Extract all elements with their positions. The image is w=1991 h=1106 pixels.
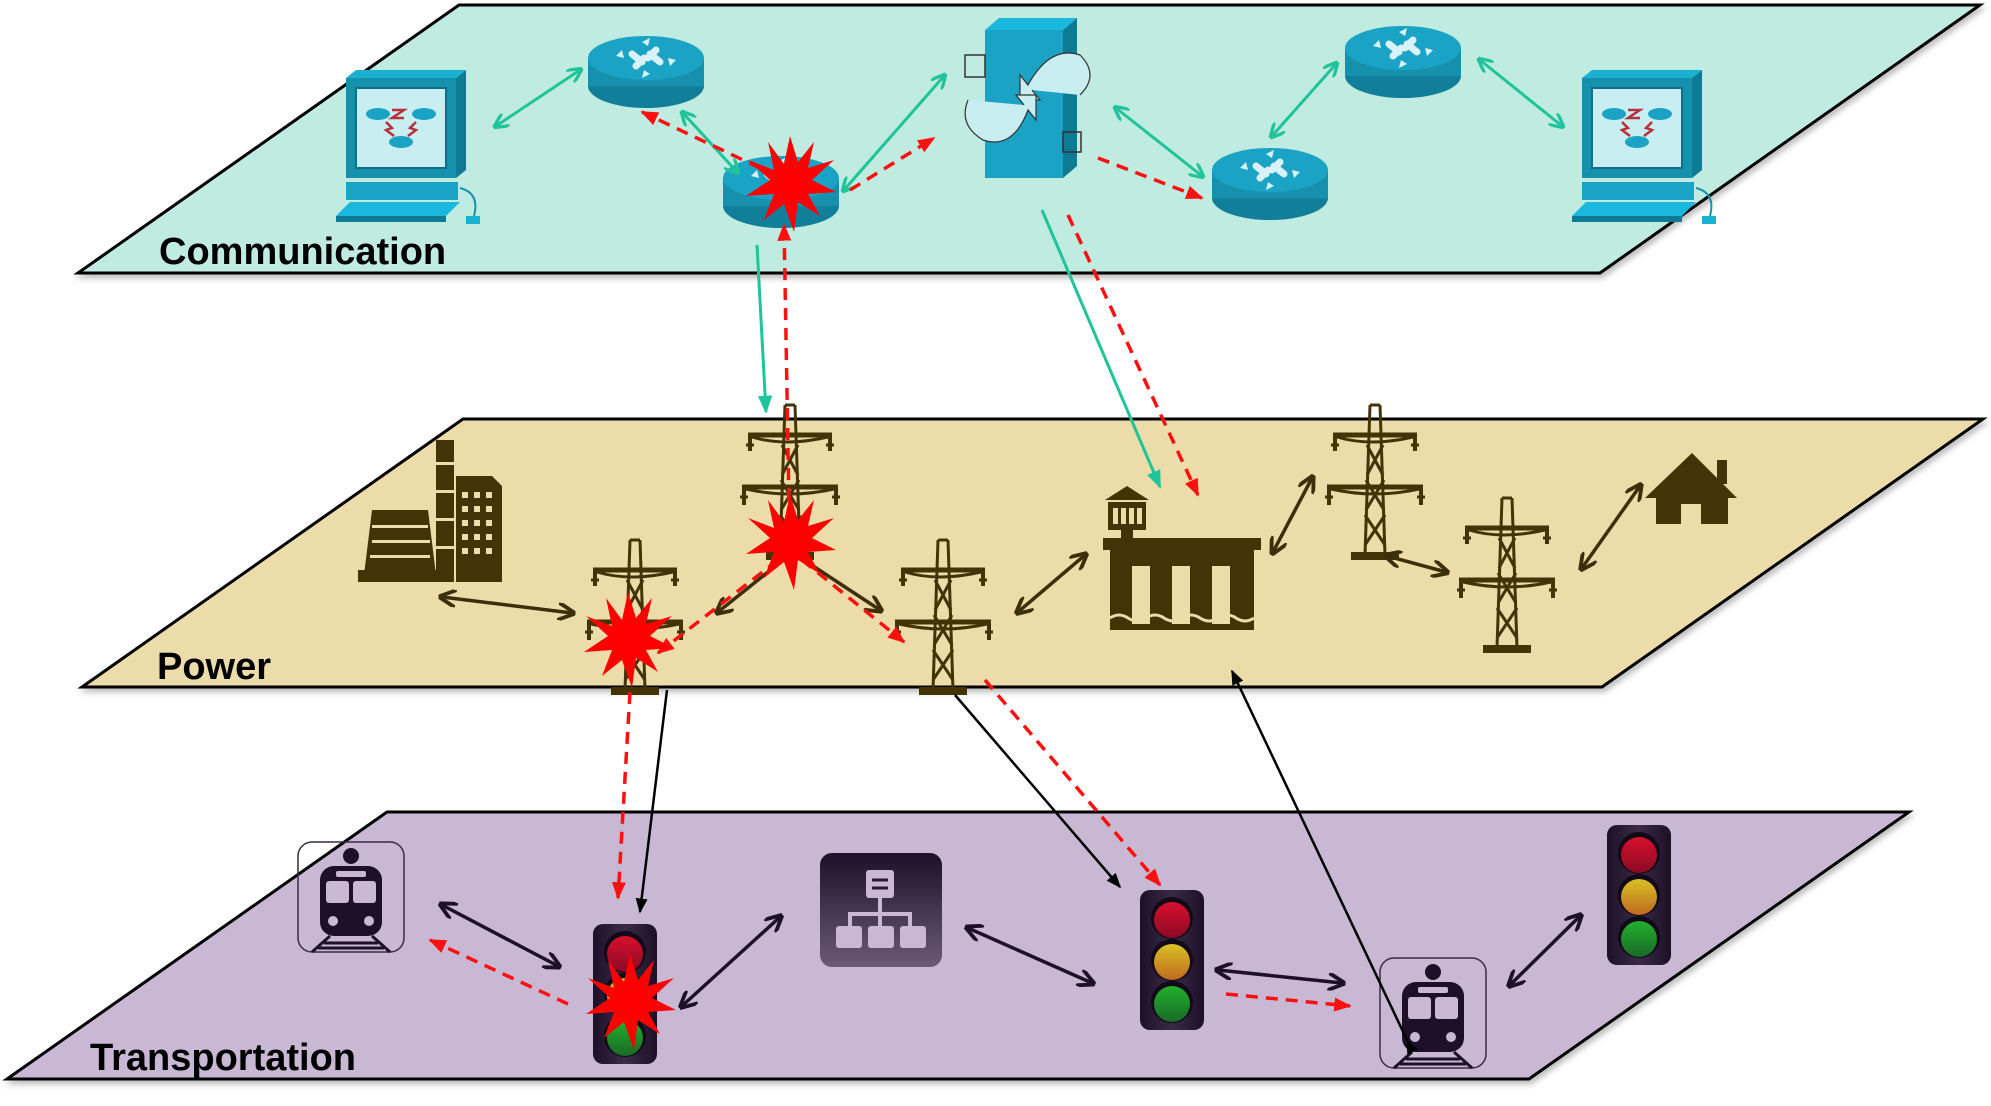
power-transport-link bbox=[635, 689, 669, 914]
router-icon bbox=[588, 36, 704, 108]
power-label: Power bbox=[157, 646, 271, 688]
comm-link bbox=[1272, 64, 1336, 136]
transport-link bbox=[1218, 970, 1342, 983]
failure-link bbox=[640, 110, 761, 170]
comm-link bbox=[844, 76, 944, 190]
comm-power-link bbox=[1040, 209, 1162, 489]
failure-link bbox=[611, 691, 632, 900]
failure-link bbox=[800, 558, 906, 644]
traffic-light-icon bbox=[1607, 825, 1671, 965]
failure-link bbox=[983, 678, 1162, 887]
power-link bbox=[442, 597, 572, 613]
failure-link bbox=[777, 223, 792, 561]
power-link bbox=[1582, 486, 1640, 568]
hierarchy-icon bbox=[820, 853, 942, 967]
comm-link bbox=[496, 70, 580, 126]
transport-link bbox=[682, 917, 780, 1006]
failure-link bbox=[656, 558, 780, 655]
comm-link bbox=[1116, 108, 1202, 176]
router-icon bbox=[1345, 26, 1461, 98]
multilayer-switch-icon bbox=[964, 18, 1091, 178]
power-plant-icon bbox=[358, 440, 502, 582]
house-icon bbox=[1645, 453, 1737, 524]
comm-link bbox=[683, 113, 737, 172]
hydro-dam-icon bbox=[1103, 486, 1261, 630]
power-link bbox=[1018, 555, 1085, 612]
comm-power-link bbox=[755, 244, 773, 414]
comm-link bbox=[1480, 60, 1562, 126]
failure-link bbox=[428, 938, 569, 1006]
router-icon bbox=[1212, 148, 1328, 220]
power-transport-link bbox=[1230, 669, 1419, 1055]
transport-link bbox=[968, 928, 1092, 983]
power-link bbox=[1387, 556, 1446, 572]
power-link bbox=[1273, 478, 1312, 552]
transport-link bbox=[1510, 916, 1580, 985]
power-transport-link bbox=[954, 694, 1121, 889]
failure-link bbox=[1066, 214, 1200, 497]
transport-link bbox=[442, 905, 558, 966]
transportation-label: Transportation bbox=[90, 1037, 356, 1079]
traffic-light-icon bbox=[1140, 890, 1204, 1030]
power-link bbox=[809, 562, 880, 610]
failure-link bbox=[849, 136, 936, 192]
communication-label: Communication bbox=[159, 231, 446, 273]
failure-link bbox=[1225, 992, 1352, 1012]
